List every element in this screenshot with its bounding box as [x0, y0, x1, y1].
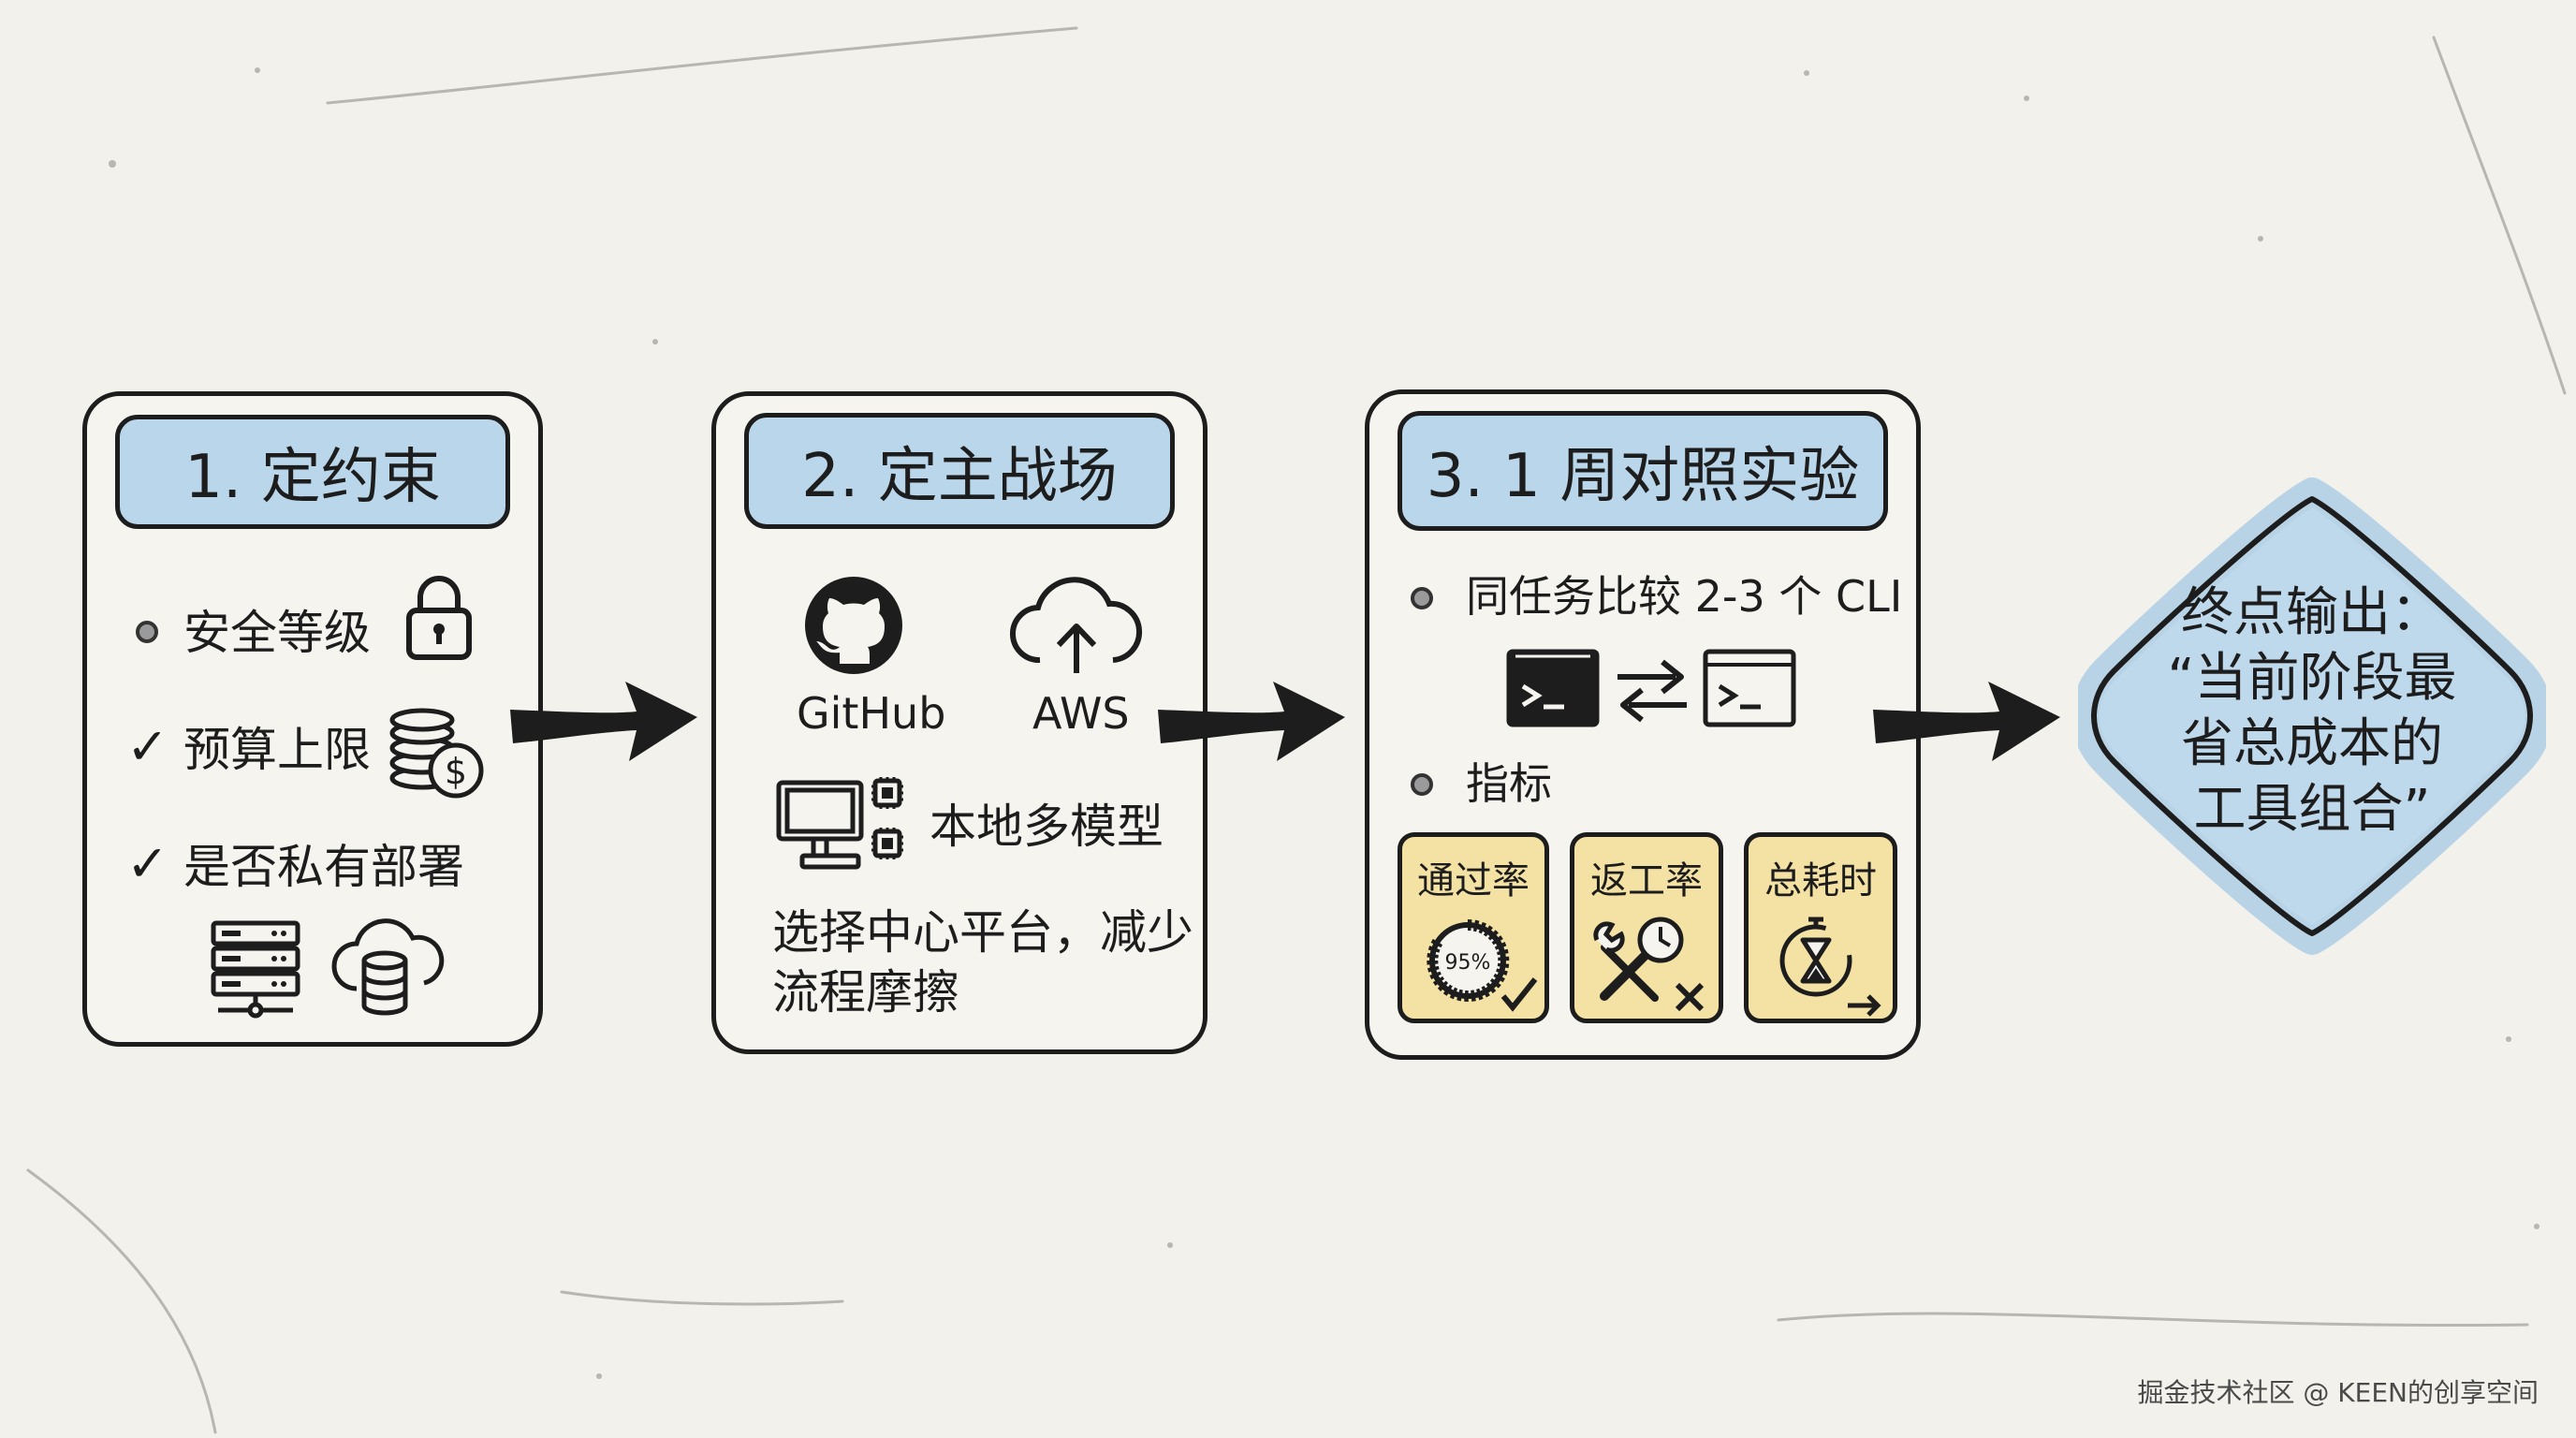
tools-clock-icon: [1593, 917, 1705, 1012]
terminal-dark-icon: [1506, 649, 1600, 727]
endpoint-line-2: “当前阶段最: [2167, 648, 2457, 709]
endpoint-line-1: 终点输出：: [2181, 582, 2443, 643]
computer-chips-icon: [776, 777, 903, 870]
cloud-upload-icon: [1010, 577, 1143, 673]
metric-pass-rate-label: 通过率: [1417, 859, 1530, 902]
github-label: GitHub: [797, 688, 946, 739]
cloud-database-icon: [331, 918, 445, 1016]
metric-total-time-label: 总耗时: [1764, 859, 1877, 902]
step-3-card: 3. 1 周对照实验 同任务比较 2-3 个 CLI 指标 通过率 95% 返工…: [1365, 389, 1921, 1060]
swap-arrows-icon: [1617, 659, 1687, 723]
bullet-dot: [1411, 587, 1433, 609]
step-3-title: 3. 1 周对照实验: [1398, 411, 1888, 531]
metric-rework-rate: 返工率: [1570, 832, 1723, 1023]
terminal-light-icon: [1703, 649, 1796, 727]
arrow-right-icon: [1873, 682, 2060, 761]
aws-label: AWS: [1032, 688, 1130, 739]
security-level-label: 安全等级: [183, 606, 371, 660]
svg-text:$: $: [445, 751, 467, 792]
step-2-description-line-2: 流程摩擦: [772, 965, 959, 1020]
endpoint-diamond: [2078, 477, 2546, 955]
step-1-card: 1. 定约束 安全等级 ✓ 预算上限 $ ✓ 是否私有部署: [82, 391, 543, 1047]
hourglass-stopwatch-icon: [1779, 917, 1881, 1017]
metric-total-time: 总耗时: [1744, 832, 1897, 1023]
compare-cli-label: 同任务比较 2-3 个 CLI: [1466, 571, 1903, 622]
endpoint-output-text: 终点输出： “当前阶段最 省总成本的 工具组合”: [2115, 580, 2509, 843]
step-1-title: 1. 定约束: [115, 415, 510, 529]
server-rack-icon: [211, 920, 300, 1019]
svg-text:95%: 95%: [1445, 951, 1491, 975]
local-multi-model-label: 本地多模型: [929, 800, 1164, 854]
arrow-right-icon: [1158, 682, 1345, 761]
budget-limit-label: 预算上限: [183, 723, 371, 777]
github-icon: [805, 577, 902, 674]
check-mark: ✓: [126, 834, 169, 893]
bullet-dot: [1411, 773, 1433, 796]
lock-icon: [406, 576, 472, 660]
bullet-dot: [136, 621, 158, 643]
step-2-title: 2. 定主战场: [744, 413, 1175, 529]
private-deploy-label: 是否私有部署: [183, 840, 464, 894]
metric-rework-rate-label: 返工率: [1590, 859, 1703, 902]
step-2-card: 2. 定主战场 GitHub AWS 本地多模型 选择中心平台，减少 流程摩擦: [711, 391, 1208, 1054]
watermark: 掘金技术社区 @ KEEN的创享空间: [2137, 1377, 2539, 1408]
metric-pass-rate: 通过率 95%: [1398, 832, 1549, 1023]
endpoint-line-3: 省总成本的: [2181, 713, 2443, 774]
coins-dollar-icon: $: [389, 708, 484, 799]
check-mark: ✓: [126, 717, 169, 776]
gauge-check-icon: 95%: [1427, 918, 1538, 1012]
metrics-heading: 指标: [1466, 758, 1552, 809]
arrow-right-icon: [510, 682, 697, 761]
endpoint-line-4: 工具组合”: [2193, 779, 2431, 840]
step-2-description-line-1: 选择中心平台，减少: [772, 905, 1193, 960]
